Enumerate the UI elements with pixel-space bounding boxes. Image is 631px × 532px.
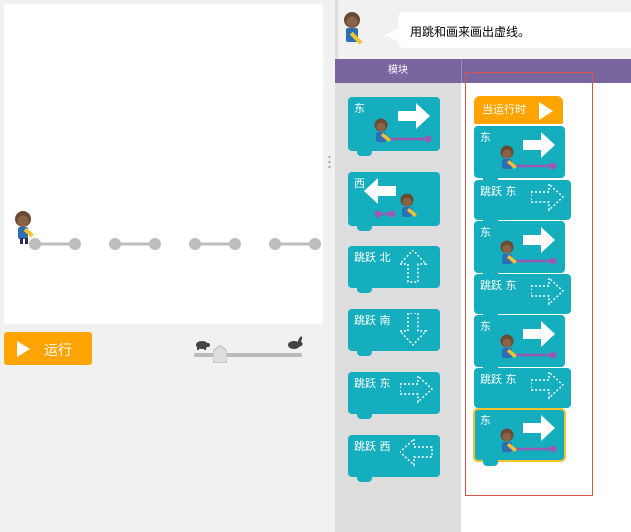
- header-divider: [461, 59, 462, 83]
- block-label: 跳跃 东: [480, 279, 517, 292]
- when-run-block[interactable]: 当运行时: [474, 96, 563, 124]
- workspace-block-jump-east[interactable]: 跳跃 东: [474, 368, 571, 413]
- block-notch: [357, 350, 372, 356]
- block-label: 东: [480, 131, 491, 144]
- dash-endpoint: [269, 238, 281, 250]
- toolbox-block-move-west[interactable]: 西: [348, 172, 440, 231]
- workspace-block-jump-east[interactable]: 跳跃 东: [474, 274, 571, 319]
- dash-endpoint: [229, 238, 241, 250]
- toolbox-block-jump-north[interactable]: 跳跃 北: [348, 246, 440, 293]
- block-notch: [357, 150, 372, 156]
- arrow-east-icon: [398, 103, 430, 129]
- artist-icon: [500, 240, 517, 265]
- jump-south-icon: [400, 313, 428, 347]
- block-label: 西: [354, 177, 365, 190]
- drawing-canvas: [15, 211, 321, 250]
- workspace-block-move-east[interactable]: 东: [474, 315, 565, 372]
- toolbox-block-jump-east[interactable]: 跳跃 东: [348, 372, 440, 419]
- resize-grip-icon[interactable]: [328, 155, 331, 169]
- artist-avatar: [15, 211, 34, 244]
- dash-endpoint: [109, 238, 121, 250]
- dash-endpoint: [149, 238, 161, 250]
- artist-icon: [400, 193, 417, 218]
- block-label: 跳跃 东: [480, 185, 517, 198]
- jump-east-icon: [400, 376, 434, 404]
- dash-endpoint: [69, 238, 81, 250]
- play-area: [4, 4, 323, 324]
- workspace-block-jump-east[interactable]: 跳跃 东: [474, 180, 571, 225]
- jump-east-icon: [531, 372, 565, 400]
- jump-west-icon: [400, 439, 433, 467]
- run-button-label: 运行: [44, 343, 72, 359]
- artist-icon: [500, 428, 517, 453]
- workspace-block-move-east[interactable]: 东: [474, 221, 565, 278]
- block-label: 跳跃 北: [354, 251, 391, 264]
- block-label: 东: [354, 102, 365, 115]
- jump-east-icon: [531, 278, 565, 306]
- arrow-east-icon: [523, 415, 555, 441]
- block-label: 跳跃 西: [354, 440, 391, 453]
- play-icon: [17, 341, 30, 357]
- block-label: 跳跃 东: [354, 377, 391, 390]
- turtle-icon: [196, 341, 210, 350]
- artist-icon: [500, 334, 517, 359]
- artist-portrait-icon: [344, 12, 363, 45]
- block-label: 东: [480, 320, 491, 333]
- block-label: 东: [480, 414, 491, 427]
- block-label: 跳跃 南: [354, 314, 391, 327]
- dash-endpoint: [189, 238, 201, 250]
- block-notch: [357, 413, 372, 419]
- artist-icon: [500, 145, 517, 170]
- when-run-label: 当运行时: [482, 103, 526, 116]
- speech-bubble-tail: [385, 28, 399, 42]
- workspace-block-move-east[interactable]: 东: [473, 408, 566, 466]
- dash-endpoint: [309, 238, 321, 250]
- block-label: 东: [480, 226, 491, 239]
- play-icon: [539, 102, 553, 120]
- line-preview-icon: [378, 135, 432, 143]
- arrow-west-icon: [364, 178, 396, 204]
- workspace-header: [461, 59, 631, 83]
- dash-endpoint: [29, 238, 41, 250]
- speech-bubble: [398, 12, 631, 48]
- toolbox-title: 模块: [335, 59, 461, 83]
- block-notch: [483, 460, 498, 466]
- toolbox-block-move-east[interactable]: 东: [348, 97, 440, 156]
- block-label: 跳跃 东: [480, 373, 517, 386]
- instructions-text: 用跳和画来画出虚线。: [410, 25, 531, 39]
- arrow-east-icon: [523, 227, 555, 253]
- block-notch: [357, 476, 372, 482]
- arrow-east-icon: [523, 132, 555, 158]
- rabbit-icon: [288, 336, 303, 349]
- block-notch: [357, 287, 372, 293]
- workspace-block-move-east[interactable]: 东: [474, 126, 565, 183]
- line-preview-icon: [374, 210, 396, 218]
- toolbox-block-jump-south[interactable]: 跳跃 南: [348, 309, 440, 356]
- speed-slider-thumb[interactable]: [213, 345, 227, 363]
- toolbox-block-jump-west[interactable]: 跳跃 西: [348, 435, 440, 482]
- jump-east-icon: [531, 184, 565, 212]
- run-button[interactable]: 运行: [4, 332, 92, 365]
- speed-slider[interactable]: [194, 353, 302, 357]
- jump-north-icon: [400, 250, 428, 283]
- arrow-east-icon: [523, 321, 555, 347]
- block-notch: [357, 225, 372, 231]
- artist-icon: [374, 118, 391, 143]
